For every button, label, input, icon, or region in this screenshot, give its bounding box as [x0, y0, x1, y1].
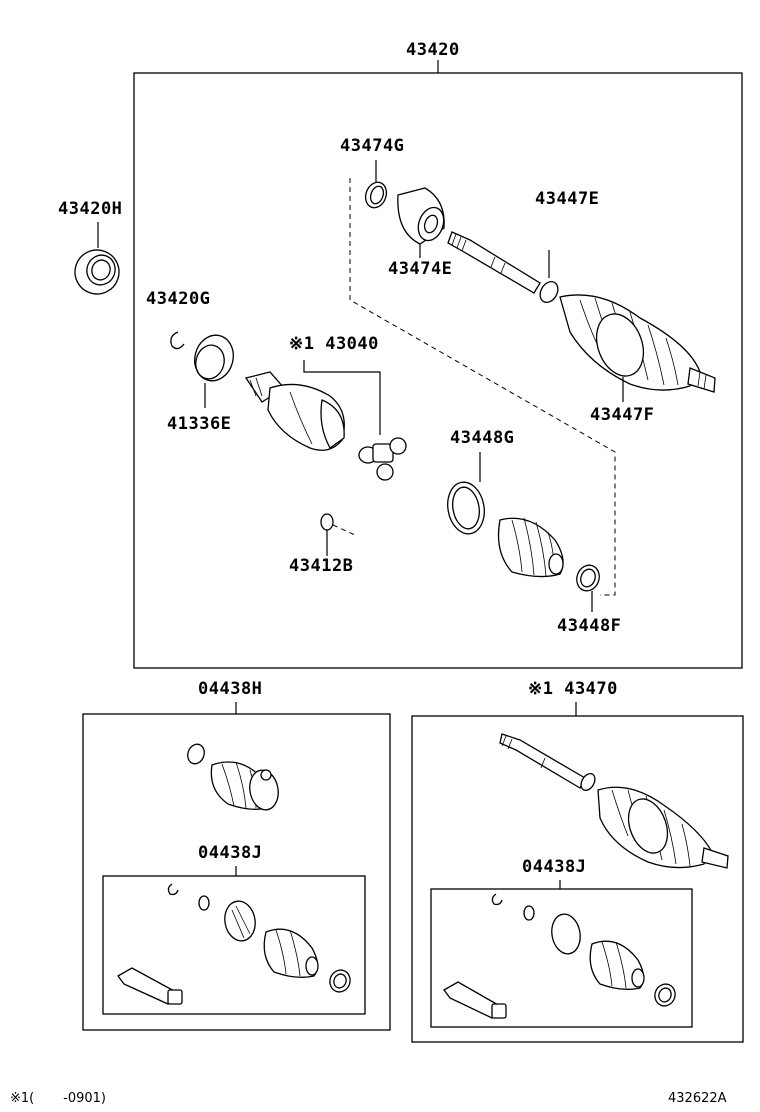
snap-ring-43420g-part [170, 331, 185, 350]
label-43470[interactable]: ※1 43470 [528, 679, 618, 699]
clamp-43448g-part [447, 481, 485, 535]
clamp-43474g-part [364, 181, 388, 209]
label-43448g[interactable]: 43448G [450, 428, 514, 448]
label-43040[interactable]: ※1 43040 [289, 334, 379, 354]
boot-kit-04438j-left-box [102, 875, 366, 1015]
label-43420[interactable]: 43420 [406, 40, 460, 60]
shaft-kit-43470-group: ※1 43470 04438J [411, 679, 744, 1043]
label-04438j-left[interactable]: 04438J [198, 843, 262, 863]
main-assembly-group: 43420 43474G 43474E 43447E [133, 40, 743, 669]
label-04438h[interactable]: 04438H [198, 679, 262, 699]
label-41336e[interactable]: 41336E [167, 414, 231, 434]
clamp-43448f-part [576, 564, 600, 592]
tripod-part [358, 437, 407, 481]
label-43420h[interactable]: 43420H [58, 199, 122, 219]
footer-note: ※1( -0901) [10, 1091, 106, 1106]
label-04438j-right[interactable]: 04438J [522, 857, 586, 877]
label-43447e[interactable]: 43447E [535, 189, 599, 209]
shaft-kit-43470-box [411, 715, 744, 1043]
boot-43474e-part [397, 187, 445, 245]
inboard-joint-43040-part [244, 371, 345, 451]
label-43474e[interactable]: 43474E [388, 259, 452, 279]
boot-kit-04438h-box [82, 713, 391, 1031]
ring-41336e-part [194, 334, 234, 382]
label-43420g[interactable]: 43420G [146, 289, 210, 309]
boot-kit-04438h-group: 04438H 04438J [82, 679, 391, 1031]
label-43447f[interactable]: 43447F [590, 405, 654, 425]
inboard-boot-part [497, 517, 564, 578]
outboard-joint-43447f-part [559, 294, 716, 393]
snap-ring-43412b-part [320, 513, 334, 531]
shaft-43447e-part [447, 231, 559, 303]
seal-43420h-group: 43420H [58, 199, 122, 295]
boot-kit-04438j-right-box [430, 888, 693, 1028]
label-43412b[interactable]: 43412B [289, 556, 353, 576]
label-43474g[interactable]: 43474G [340, 136, 404, 156]
figure-id: 432622A [668, 1091, 727, 1106]
label-43448f[interactable]: 43448F [557, 616, 621, 636]
